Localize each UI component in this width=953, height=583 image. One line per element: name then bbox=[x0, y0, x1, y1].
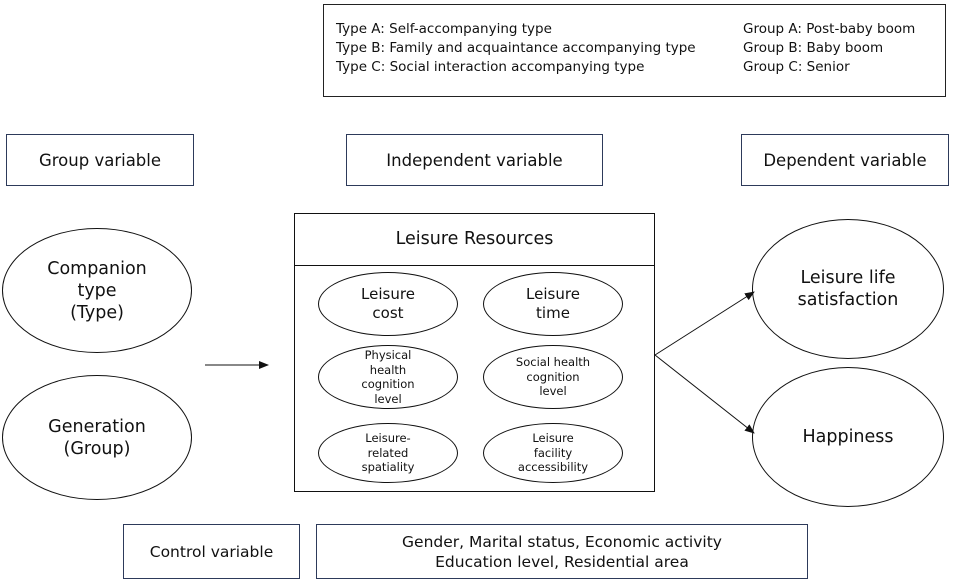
social-line-2: cognition bbox=[526, 369, 580, 384]
legend-type-b: Type B: Family and acquaintance accompan… bbox=[336, 40, 696, 56]
leisure-cost-oval: Leisure cost bbox=[318, 272, 458, 336]
arrow-to-satisfaction bbox=[654, 291, 755, 356]
facility-line-3: accessibility bbox=[517, 460, 589, 475]
generation-oval: Generation (Group) bbox=[2, 375, 192, 500]
generation-line-2: (Group) bbox=[63, 438, 131, 459]
legend-box: Type A: Self-accompanying type Type B: F… bbox=[323, 4, 946, 97]
satisfaction-line-1: Leisure life bbox=[800, 268, 896, 288]
companion-line-1: Companion bbox=[47, 258, 147, 279]
physical-line-1: Physical bbox=[364, 348, 412, 362]
spatiality-line-1: Leisure- bbox=[365, 431, 411, 446]
legend-type-a: Type A: Self-accompanying type bbox=[336, 21, 552, 37]
control-variable-items: Gender, Marital status, Economic activit… bbox=[316, 524, 808, 579]
happiness-label: Happiness bbox=[802, 427, 894, 447]
control-items-line-2: Education level, Residential area bbox=[435, 552, 689, 571]
arrow-to-happiness bbox=[654, 354, 755, 434]
legend-group-a: Group A: Post-baby boom bbox=[743, 21, 916, 37]
leisure-spatiality-oval: Leisure- related spatiality bbox=[318, 423, 458, 483]
control-items-line-1: Gender, Marital status, Economic activit… bbox=[402, 532, 722, 551]
group-variable-header: Group variable bbox=[6, 134, 194, 186]
leisure-time-line-2: time bbox=[536, 304, 570, 322]
leisure-resources-box bbox=[294, 213, 655, 492]
physical-line-2: health bbox=[369, 362, 407, 377]
spatiality-line-2: related bbox=[367, 445, 409, 460]
physical-line-4: level bbox=[374, 391, 402, 406]
physical-health-oval: Physical health cognition level bbox=[318, 345, 458, 409]
control-variable-label: Control variable bbox=[123, 524, 300, 579]
dependent-variable-header: Dependent variable bbox=[741, 134, 949, 186]
spatiality-line-3: spatiality bbox=[361, 460, 415, 475]
happiness-oval: Happiness bbox=[752, 367, 944, 507]
legend-type-c: Type C: Social interaction accompanying … bbox=[336, 59, 645, 75]
facility-line-1: Leisure bbox=[532, 431, 574, 446]
leisure-resources-title: Leisure Resources bbox=[294, 213, 655, 266]
leisure-cost-line-2: cost bbox=[372, 304, 404, 322]
physical-line-3: cognition bbox=[361, 377, 415, 391]
generation-line-1: Generation bbox=[48, 416, 146, 437]
legend-group-c: Group C: Senior bbox=[743, 59, 850, 75]
facility-accessibility-oval: Leisure facility accessibility bbox=[483, 423, 623, 483]
satisfaction-line-2: satisfaction bbox=[797, 290, 899, 310]
facility-line-2: facility bbox=[533, 445, 573, 460]
social-line-3: level bbox=[539, 384, 567, 399]
social-health-oval: Social health cognition level bbox=[483, 345, 623, 409]
companion-line-3: (Type) bbox=[70, 302, 124, 323]
legend-group-b: Group B: Baby boom bbox=[743, 40, 884, 56]
leisure-cost-line-1: Leisure bbox=[361, 285, 415, 303]
leisure-time-line-1: Leisure bbox=[526, 285, 580, 303]
companion-type-oval: Companion type (Type) bbox=[2, 228, 192, 353]
companion-line-2: type bbox=[77, 280, 117, 301]
leisure-time-oval: Leisure time bbox=[483, 272, 623, 336]
leisure-life-satisfaction-oval: Leisure life satisfaction bbox=[752, 219, 944, 359]
social-line-1: Social health bbox=[515, 355, 591, 370]
independent-variable-header: Independent variable bbox=[346, 134, 603, 186]
